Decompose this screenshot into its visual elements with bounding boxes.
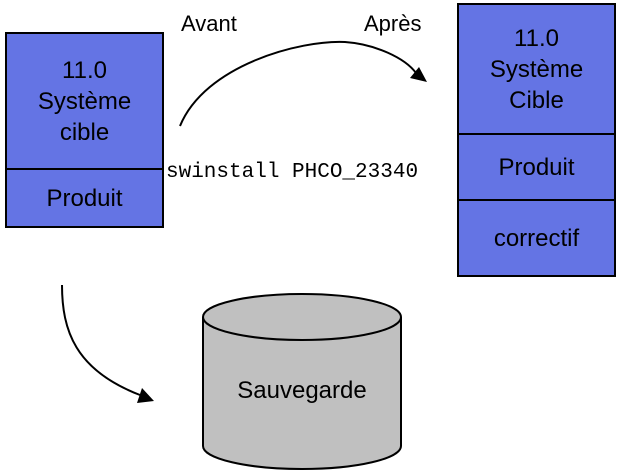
after-system-box: 11.0 Système Cible Produit correctif (457, 3, 616, 277)
before-header-line-2: Système (37, 87, 132, 115)
before-system-box: 11.0 Système cible Produit (5, 32, 164, 228)
before-header-line-1: 11.0 (62, 56, 107, 84)
after-produit-cell: Produit (459, 133, 614, 199)
backup-arrowhead (137, 388, 154, 403)
before-system-header: 11.0 Système cible (7, 34, 162, 168)
swinstall-arrow (179, 40, 417, 127)
after-correctif-cell: correctif (459, 199, 614, 275)
backup-cylinder (202, 293, 402, 470)
swinstall-command: swinstall PHCO_23340 (166, 161, 419, 184)
apres-label: Après (364, 11, 422, 36)
after-header-line-3: Cible (509, 86, 564, 114)
sauvegarde-label: Sauvegarde (237, 377, 367, 404)
before-header-line-3: cible (59, 118, 110, 146)
before-produit-cell: Produit (7, 168, 162, 226)
after-correctif-label: correctif (493, 224, 580, 252)
before-produit-label: Produit (46, 184, 123, 212)
avant-label: Avant (181, 11, 237, 36)
after-system-header: 11.0 Système Cible (459, 5, 614, 133)
after-produit-label: Produit (498, 153, 575, 181)
after-header-line-1: 11.0 (514, 24, 559, 52)
backup-arrow (61, 284, 141, 396)
after-header-line-2: Système (489, 55, 584, 83)
swinstall-arrowhead (410, 67, 427, 82)
